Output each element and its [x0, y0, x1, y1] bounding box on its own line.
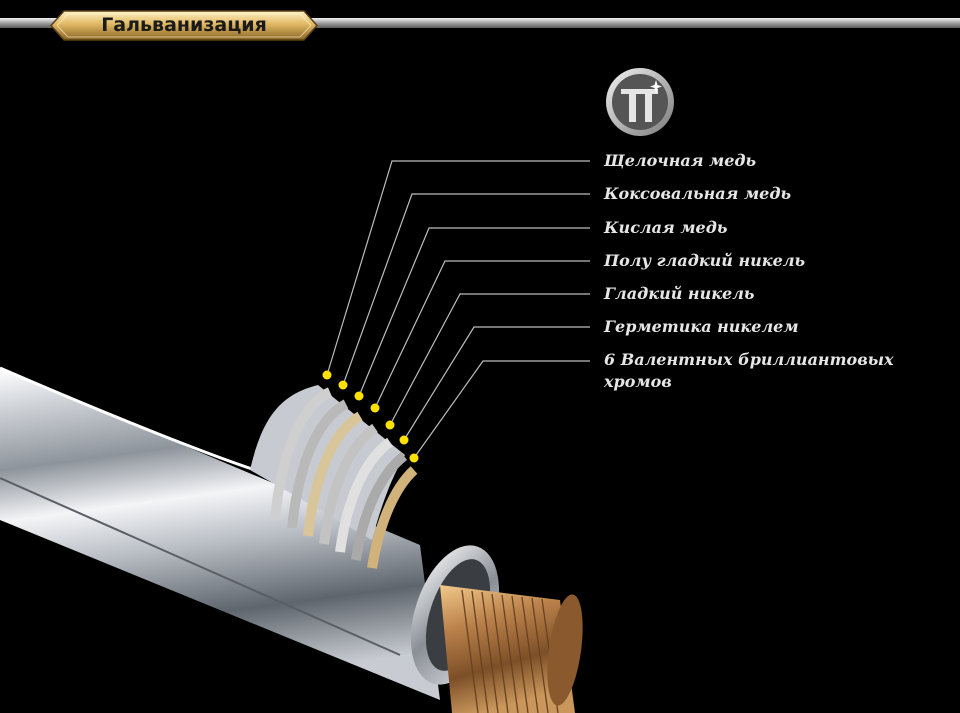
header-rail	[300, 18, 960, 28]
layer-label-alkaline-copper: Щелочная медь	[604, 151, 757, 170]
layer-label-coking-copper: Коксовальная медь	[604, 184, 792, 203]
pipe-seam	[0, 477, 401, 656]
layer-label-chrome: 6 Валентных бриллиантовых хромов	[604, 350, 894, 391]
brand-logo-icon	[606, 68, 674, 136]
layer-label-semi-bright-nickel: Полу гладкий никель	[604, 251, 806, 270]
layer-label-nickel-seal: Герметика никелем	[604, 317, 799, 336]
leader-lines	[326, 160, 590, 459]
page-title: Гальванизация	[101, 14, 267, 36]
plating-layers	[270, 387, 418, 569]
pipe-body	[0, 368, 440, 700]
layer-label-bright-nickel: Гладкий никель	[604, 284, 755, 303]
header-bar: Гальванизация	[0, 10, 960, 41]
header-rail-left	[0, 18, 60, 28]
title-badge	[50, 10, 318, 41]
leader-dots	[322, 370, 419, 463]
pipe-upper-edge	[0, 366, 256, 472]
layer-label-acid-copper: Кислая медь	[604, 218, 728, 237]
